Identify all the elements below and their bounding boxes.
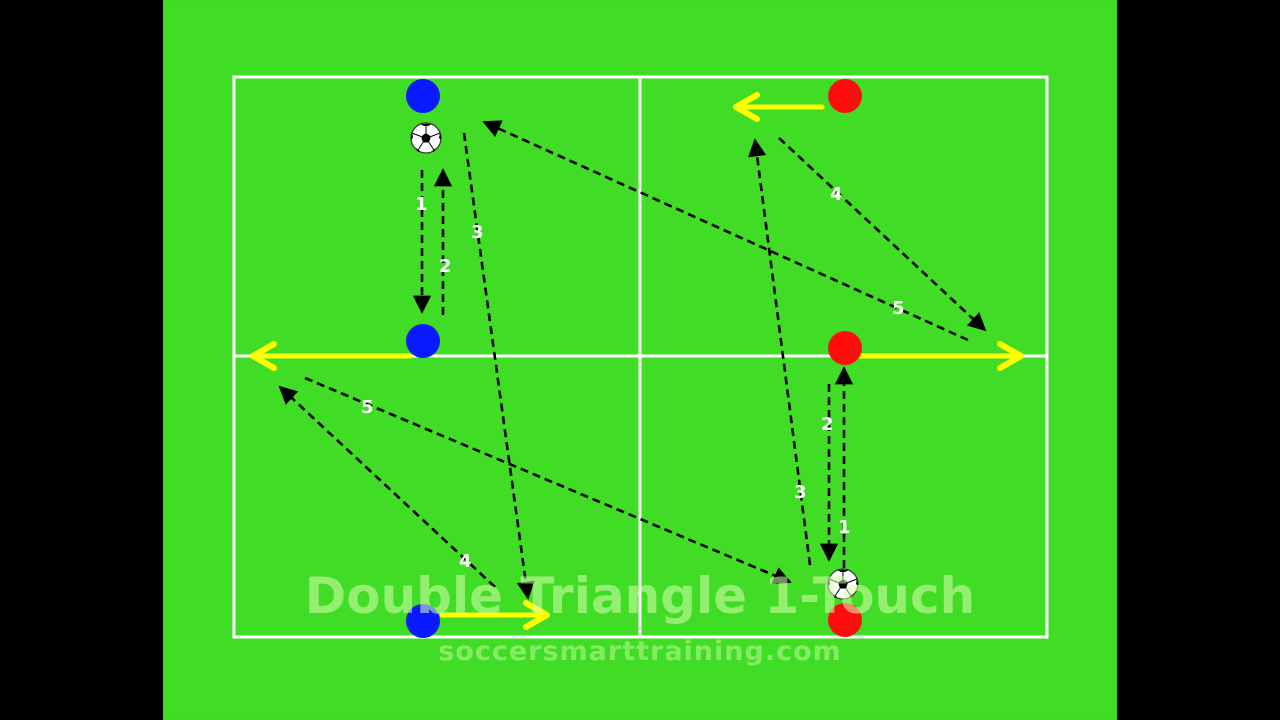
pass-arrow-right-5 xyxy=(482,120,969,342)
red-player-middle xyxy=(828,331,862,365)
pass-label-left-2: 2 xyxy=(439,256,452,277)
pass-label-right-4: 4 xyxy=(830,184,843,205)
blue-team xyxy=(406,79,440,638)
pass-arrow-left-5 xyxy=(304,376,792,585)
website-watermark: soccersmarttraining.com xyxy=(438,636,842,667)
drill-title: Double Triangle 1-Touch xyxy=(305,567,976,625)
run-arrows xyxy=(250,92,1024,630)
pass-labels: 1 2 3 4 5 1 2 3 4 5 xyxy=(361,184,905,572)
soccer-ball-icon-left xyxy=(410,122,442,154)
pass-arrow-right-4 xyxy=(778,137,987,332)
pass-label-right-5: 5 xyxy=(892,298,905,319)
blue-player-top xyxy=(406,79,440,113)
pass-label-left-3: 3 xyxy=(471,222,484,243)
blue-player-bottom xyxy=(406,604,440,638)
pass-label-left-4: 4 xyxy=(459,551,472,572)
pass-label-right-1: 1 xyxy=(838,517,851,538)
red-player-bottom xyxy=(828,603,862,637)
pass-arrow-left-4 xyxy=(278,385,496,588)
pass-label-left-5: 5 xyxy=(361,397,374,418)
red-player-top xyxy=(828,79,862,113)
pass-label-right-3: 3 xyxy=(794,482,807,503)
pass-label-left-1: 1 xyxy=(415,194,428,215)
pass-arrow-left-3 xyxy=(462,132,535,600)
pass-arrow-right-3 xyxy=(748,138,812,566)
blue-player-middle xyxy=(406,324,440,358)
red-team xyxy=(828,79,862,637)
pass-label-right-2: 2 xyxy=(821,414,834,435)
pass-arrows xyxy=(278,120,987,600)
